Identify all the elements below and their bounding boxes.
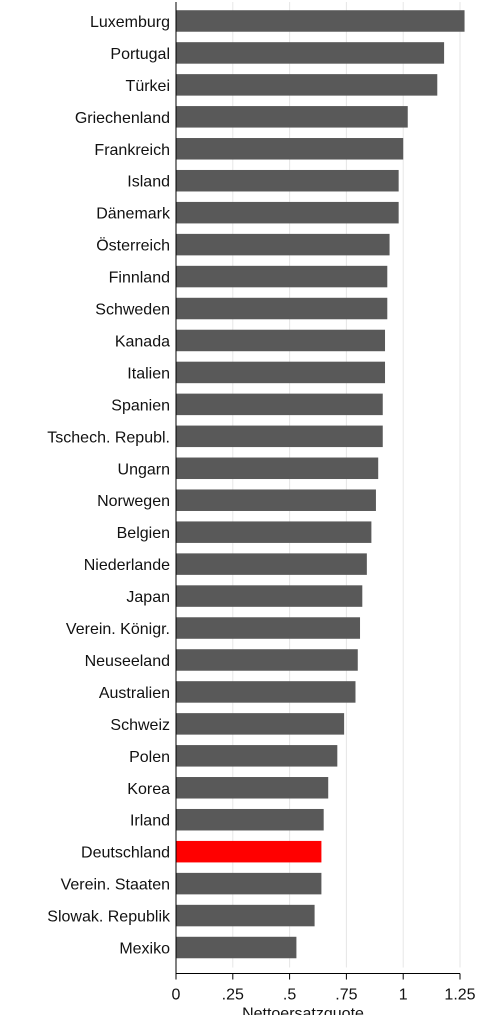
bar-korea bbox=[176, 777, 329, 799]
category-label: Luxemburg bbox=[90, 14, 170, 31]
bar-italien bbox=[176, 361, 386, 384]
x-tick-label: .75 bbox=[335, 987, 357, 1004]
bar-island bbox=[176, 169, 399, 192]
bar-tschech-republ bbox=[176, 425, 383, 448]
category-label: Verein. Königr. bbox=[66, 621, 170, 638]
bar-norwegen bbox=[176, 489, 376, 511]
bar-polen bbox=[176, 745, 338, 767]
bar-kanada bbox=[176, 329, 386, 352]
bar-dänemark bbox=[176, 201, 399, 224]
category-label: Griechenland bbox=[75, 110, 170, 127]
bar-spanien bbox=[176, 393, 383, 416]
bar-portugal bbox=[176, 42, 445, 64]
category-label: Österreich bbox=[96, 237, 170, 255]
category-label: Kanada bbox=[115, 333, 170, 350]
bar-griechenland bbox=[176, 106, 408, 128]
bar-luxemburg bbox=[176, 10, 465, 32]
category-label: Belgien bbox=[117, 525, 170, 542]
x-tick-label: 1 bbox=[399, 987, 408, 1004]
bar-slowak-republik bbox=[176, 904, 315, 927]
bars bbox=[176, 10, 465, 959]
bar-frankreich bbox=[176, 138, 404, 160]
category-label: Irland bbox=[130, 813, 170, 830]
category-label: Niederlande bbox=[84, 557, 170, 574]
x-tick-label: .5 bbox=[283, 987, 296, 1004]
category-label: Portugal bbox=[110, 46, 170, 63]
bar-niederlande bbox=[176, 553, 367, 575]
category-label: Deutschland bbox=[81, 845, 170, 862]
category-label: Spanien bbox=[111, 397, 170, 414]
x-axis-ticks: 0 .25 .5 .75 1 1.25 bbox=[172, 973, 476, 1004]
category-label: Korea bbox=[127, 781, 170, 798]
bar-australien bbox=[176, 681, 356, 703]
bar-japan bbox=[176, 585, 363, 607]
category-label: Polen bbox=[129, 749, 170, 766]
category-label: Schweden bbox=[95, 302, 170, 319]
bar-verein-staaten bbox=[176, 872, 322, 895]
category-label: Tschech. Republ. bbox=[47, 429, 170, 446]
bar-ungarn bbox=[176, 457, 379, 480]
bar-verein-königr bbox=[176, 617, 361, 639]
category-label: Mexiko bbox=[119, 941, 170, 958]
bar-belgien bbox=[176, 521, 372, 543]
x-axis-title: Nettoersatzquote bbox=[242, 1006, 364, 1015]
category-label: Neuseeland bbox=[85, 653, 170, 670]
bar-türkei bbox=[176, 74, 438, 96]
category-label: Japan bbox=[126, 589, 170, 606]
category-label: Slowak. Republik bbox=[47, 909, 171, 926]
bar-schweiz bbox=[176, 713, 345, 735]
category-label: Norwegen bbox=[97, 493, 170, 510]
bar-deutschland bbox=[176, 840, 322, 863]
category-label: Ungarn bbox=[118, 461, 170, 478]
bar-schweden bbox=[176, 297, 388, 320]
bar-irland bbox=[176, 808, 324, 831]
category-label: Italien bbox=[127, 365, 170, 382]
category-label: Australien bbox=[99, 685, 170, 702]
grid-lines bbox=[232, 2, 461, 968]
category-label: Schweiz bbox=[110, 717, 170, 734]
category-label: Finnland bbox=[109, 270, 170, 287]
category-label: Frankreich bbox=[94, 142, 170, 159]
category-label: Türkei bbox=[126, 78, 170, 95]
category-label: Verein. Staaten bbox=[61, 877, 170, 894]
category-labels: LuxemburgPortugalTürkeiGriechenlandFrank… bbox=[47, 14, 171, 958]
bar-österreich bbox=[176, 233, 390, 256]
x-tick-label: 0 bbox=[172, 987, 181, 1004]
bar-neuseeland bbox=[176, 649, 358, 671]
x-tick-label: 1.25 bbox=[444, 987, 475, 1004]
category-label: Dänemark bbox=[96, 206, 171, 223]
bar-mexiko bbox=[176, 936, 297, 959]
bar-finnland bbox=[176, 265, 388, 288]
x-tick-label: .25 bbox=[222, 987, 244, 1004]
category-label: Island bbox=[127, 174, 170, 191]
